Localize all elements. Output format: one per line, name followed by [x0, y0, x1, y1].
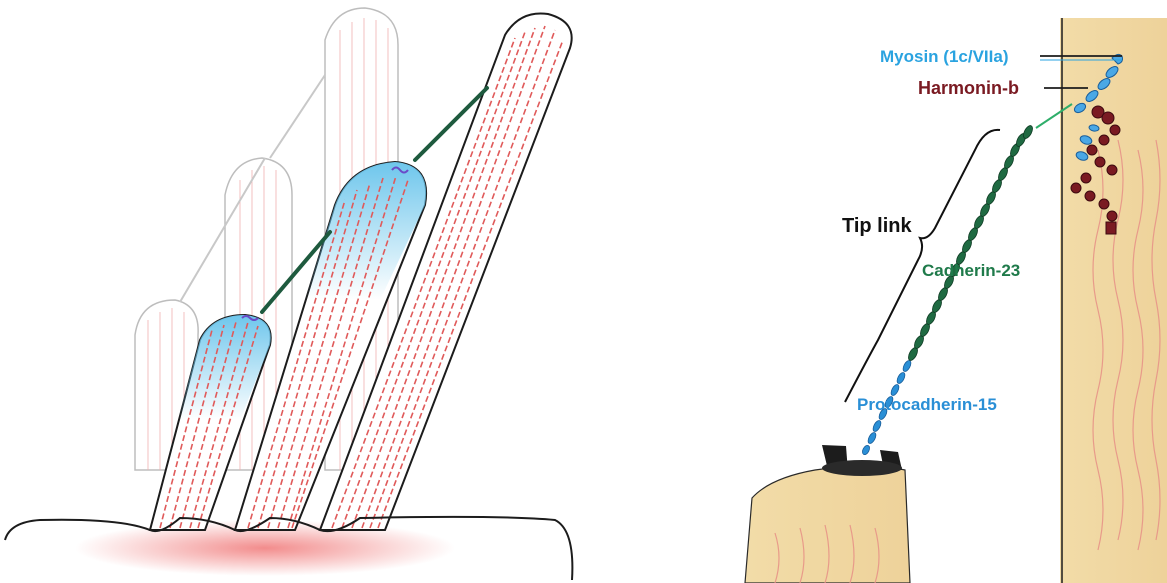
taller-stereocilium-body [1060, 18, 1167, 583]
tip-link-detail-panel: Myosin (1c/VIIa) Harmonin-b Tip link Cad… [745, 18, 1167, 583]
shorter-stereocilium-body [745, 466, 910, 583]
label-protocadherin-15: Protocadherin-15 [857, 395, 997, 414]
mechanotransduction-channel [822, 445, 902, 476]
label-harmonin-b: Harmonin-b [918, 78, 1019, 98]
label-tip-link: Tip link [842, 215, 913, 237]
hair-bundle-panel [5, 8, 572, 580]
label-myosin: Myosin (1c/VIIa) [880, 47, 1008, 66]
label-cadherin-23: Cadherin-23 [922, 261, 1020, 280]
